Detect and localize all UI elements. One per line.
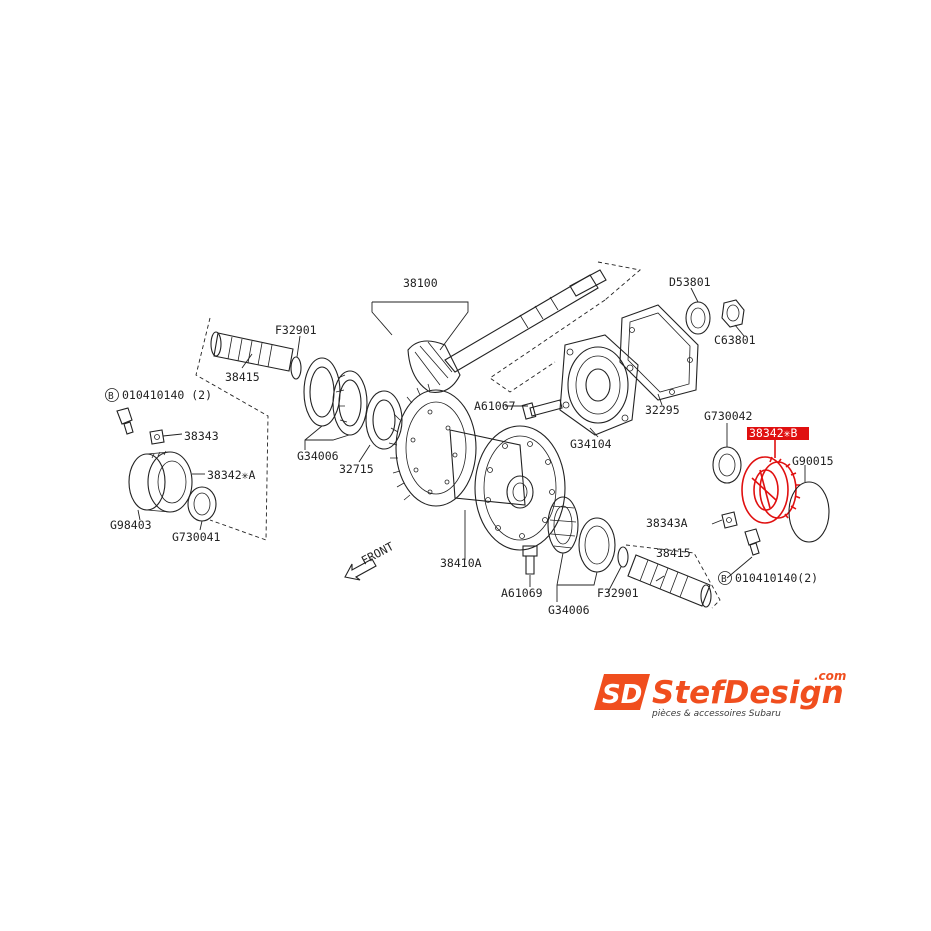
svg-text:B: B (721, 574, 727, 585)
label-b-circle-right: B (718, 571, 732, 585)
side-retainer-38342a[interactable] (128, 450, 193, 513)
bearing-g34006-right[interactable] (547, 496, 616, 573)
svg-text:38342✳B: 38342✳B (749, 426, 798, 440)
axle-shaft-38415-right[interactable] (627, 554, 712, 608)
bolt-a61069[interactable] (522, 545, 538, 575)
bolt-a61067[interactable] (521, 399, 563, 420)
label-38343: 38343 (184, 429, 219, 443)
label-38343a: 38343A (646, 516, 688, 530)
logo-domain: .com (814, 669, 846, 683)
label-front: FRONT (359, 539, 396, 568)
label-b-circle-left: B (105, 388, 119, 402)
label-a61067: A61067 (474, 399, 516, 413)
label-38415-right: 38415 (656, 546, 691, 560)
logo-name: StefDesign (652, 675, 844, 711)
gasket-32295[interactable] (619, 304, 699, 401)
bearing-cup-32715[interactable] (365, 390, 403, 450)
label-d53801: D53801 (669, 275, 711, 289)
lock-plate-38343[interactable] (149, 429, 165, 445)
label-g34104: G34104 (570, 437, 612, 451)
oil-seal-g730041[interactable] (187, 486, 217, 522)
stefdesign-logo[interactable]: SD StefDesign .com pièces & accessoires … (594, 669, 846, 719)
label-g34006-left: G34006 (297, 449, 339, 463)
o-ring-g90015[interactable] (788, 481, 830, 543)
label-g90015: G90015 (792, 454, 834, 468)
label-g730042: G730042 (704, 409, 752, 423)
label-38415-left: 38415 (225, 370, 260, 384)
logo-tagline: pièces & accessoires Subaru (651, 708, 781, 719)
logo-mark-icon (594, 674, 650, 710)
label-010410140-right: 010410140(2) (735, 571, 818, 585)
bolt-010410140-right[interactable] (744, 528, 761, 556)
label-f32901-left: F32901 (275, 323, 317, 337)
retainer-g34104[interactable] (559, 334, 639, 436)
label-f32901-right: F32901 (597, 586, 639, 600)
svg-text:B: B (108, 391, 114, 402)
bearing-g34006-left[interactable] (303, 357, 368, 436)
label-g730041: G730041 (172, 530, 221, 544)
bolt-010410140-left[interactable] (116, 407, 134, 435)
oil-seal-g730042[interactable] (712, 446, 742, 484)
snap-ring-f32901-right[interactable] (617, 546, 629, 568)
label-38100: 38100 (403, 276, 438, 290)
snap-ring-f32901-left[interactable] (290, 356, 302, 380)
label-38342a: 38342✳A (207, 468, 256, 482)
svg-text:SD: SD (602, 680, 642, 710)
differential-case-38410a[interactable] (388, 383, 566, 551)
label-g98403: G98403 (110, 518, 152, 532)
nut-c63801[interactable] (721, 299, 745, 328)
axle-shaft-38415-left[interactable] (210, 331, 294, 372)
label-32715: 32715 (339, 462, 374, 476)
label-38410a: 38410A (440, 556, 482, 570)
pinion-shaft-38100[interactable] (407, 269, 607, 393)
label-a61069: A61069 (501, 586, 543, 600)
label-38342b-highlighted: 38342✳B (747, 426, 809, 440)
label-010410140-left: 010410140 (2) (122, 388, 212, 402)
washer-d53801[interactable] (685, 301, 711, 335)
lock-plate-38343a[interactable] (721, 511, 738, 529)
label-g34006-right: G34006 (548, 603, 590, 617)
label-c63801: C63801 (714, 333, 756, 347)
label-32295: 32295 (645, 403, 680, 417)
front-arrow-icon (344, 558, 377, 581)
